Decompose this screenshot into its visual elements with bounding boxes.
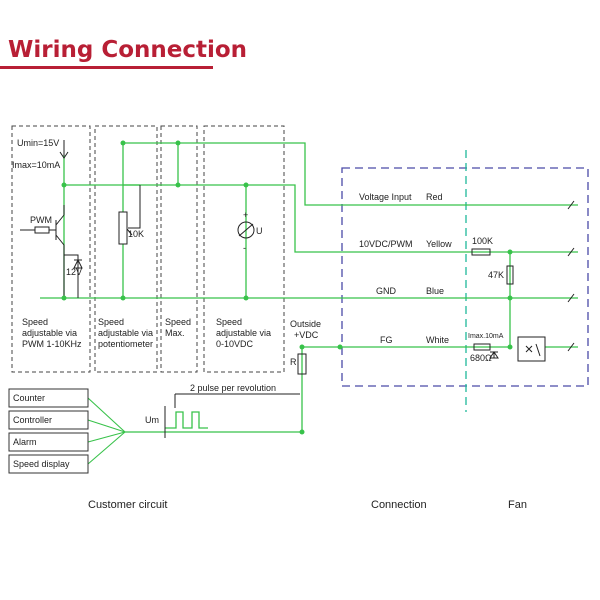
frame-max [160, 125, 198, 373]
device-speed-display [8, 454, 89, 474]
mode-3-line-1: Speed [165, 317, 191, 327]
resistor-47k [506, 265, 514, 285]
page-title: Wiring Connection [8, 37, 248, 63]
wire-white: White [426, 335, 449, 345]
device-controller-label: Controller [13, 415, 52, 425]
source-label: U [256, 226, 263, 236]
r-label: R [290, 357, 297, 367]
resistor-100k [471, 248, 491, 256]
footer-connection: Connection [371, 499, 427, 511]
fan-imax-label: Imax.10mA [468, 333, 504, 340]
device-counter [8, 388, 89, 408]
resistor-680 [473, 343, 491, 351]
footer-customer: Customer circuit [88, 499, 167, 511]
potentiometer [118, 211, 128, 245]
voltage-source [237, 221, 255, 239]
components [20, 140, 575, 438]
pwm-resistor [34, 226, 50, 234]
opto-coupler [517, 336, 546, 362]
fan-box [341, 167, 589, 387]
mode-1-line-3: PWM 1-10KHz [22, 339, 82, 349]
pwm-label: PWM [30, 215, 52, 225]
device-speed-display-label: Speed display [13, 459, 70, 469]
mode-frames [11, 125, 285, 373]
mode-4-line-3: 0-10VDC [216, 339, 254, 349]
r-pull-label: 47K [488, 270, 504, 280]
mode-4-line-2: adjustable via [216, 328, 271, 338]
device-alarm-label: Alarm [13, 437, 37, 447]
outside-line-1: Outside [290, 319, 321, 329]
green-wires [40, 142, 578, 433]
device-alarm [8, 432, 89, 452]
mode-4-line-1: Speed [216, 317, 242, 327]
outside-line-2: +VDC [294, 330, 319, 340]
source-minus: - [243, 243, 246, 253]
mode-1-line-1: Speed [22, 317, 48, 327]
mode-3-line-2: Max. [165, 328, 185, 338]
zener [64, 254, 83, 298]
imax-label: Imax=10mA [12, 160, 60, 170]
signal-10vdc-pwm: 10VDC/PWM [359, 239, 413, 249]
pot-label: 10K [128, 229, 144, 239]
pullup-resistor [297, 353, 307, 375]
mode-2-line-1: Speed [98, 317, 124, 327]
wire-red: Red [426, 192, 443, 202]
um-label: Um [145, 415, 159, 425]
source-plus: + [243, 210, 248, 220]
signal-gnd: GND [376, 286, 397, 296]
signal-voltage-input: Voltage Input [359, 192, 412, 202]
pulse-label: 2 pulse per revolution [190, 383, 276, 393]
device-controller [8, 410, 89, 430]
mode-2-line-3: potentiometer [98, 339, 153, 349]
frame-potentiometer [94, 125, 158, 373]
title-underline [0, 66, 213, 69]
zener-label: 12V [66, 267, 82, 277]
labels: Umin=15V Imax=10mA PWM 12V 10K U + - Spe… [12, 138, 504, 469]
mode-1-line-2: adjustable via [22, 328, 77, 338]
mode-2-line-2: adjustable via [98, 328, 153, 338]
umin-label: Umin=15V [17, 138, 59, 148]
device-wires [87, 397, 126, 465]
footer-fan: Fan [508, 499, 527, 511]
frame-pwm [11, 125, 91, 373]
device-boxes [8, 388, 89, 474]
r-out-label: 680Ω [470, 353, 492, 363]
device-counter-label: Counter [13, 393, 45, 403]
footer-labels: Customer circuit Connection Fan [88, 499, 527, 511]
wire-yellow: Yellow [426, 239, 452, 249]
wire-blue: Blue [426, 286, 444, 296]
r-series-label: 100K [472, 236, 493, 246]
junction-dots [61, 140, 513, 435]
signal-fg: FG [380, 335, 393, 345]
frame-0-10vdc [203, 125, 285, 373]
